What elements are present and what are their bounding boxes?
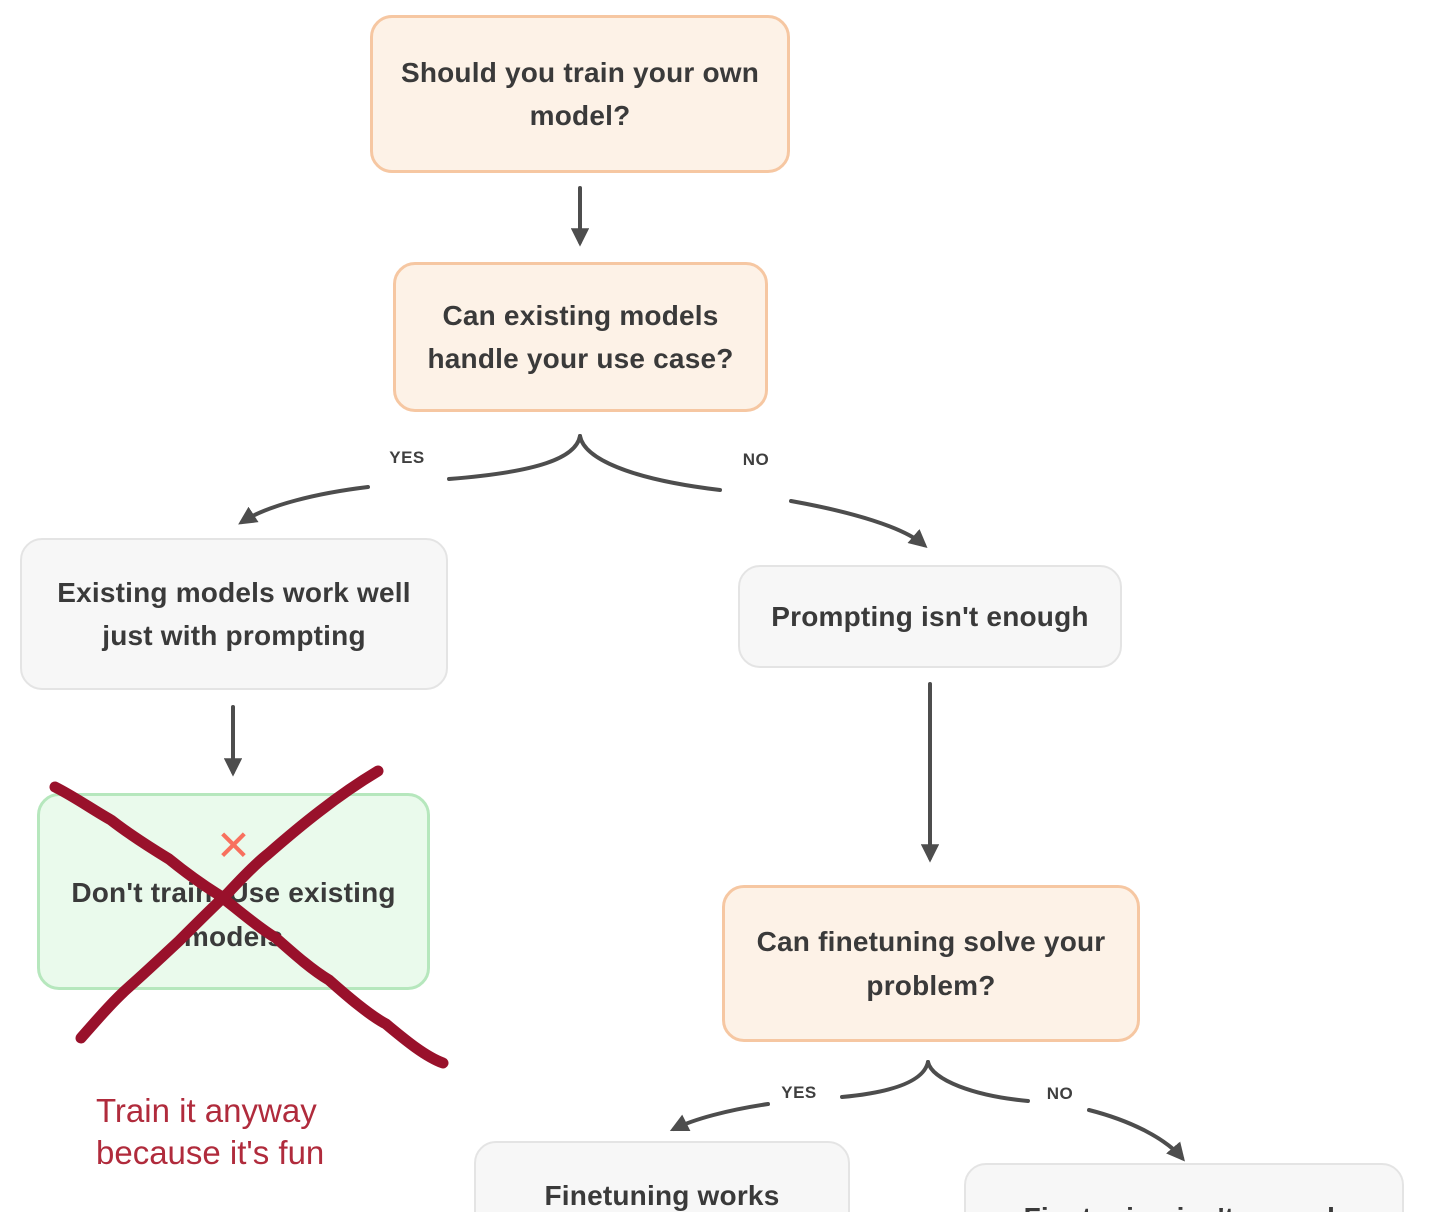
node-existing-models-work-well-label: Existing models work well just with prom… — [57, 576, 411, 651]
branch1-left-curve — [447, 434, 582, 481]
branch2-right-curve — [926, 1060, 1030, 1103]
node-finetuning-works-label: Finetuning works — [544, 1180, 780, 1212]
branch2-left-arrow — [669, 1102, 770, 1132]
annotation-train-it-anyway: Train it anyway because it's fun — [96, 1092, 325, 1172]
branch2-left-curve — [840, 1060, 930, 1099]
x-mark-icon: ✕ — [215, 821, 252, 871]
node-prompting-isnt-enough-label: Prompting isn't enough — [771, 600, 1089, 632]
node-should-you-train-label: Should you train your own model? — [400, 56, 760, 131]
branch1-right-arrow — [789, 499, 928, 548]
node-can-finetuning-solve: Can finetuning solve your problem? — [722, 885, 1140, 1042]
node-finetuning-isnt-enough-label: Finetuning isn't enough — [1024, 1196, 1345, 1212]
node-prompting-isnt-enough: Prompting isn't enough — [738, 565, 1122, 668]
node-dont-train-use-existing-label: Don't train. Use existing models — [71, 877, 396, 952]
branch1-left-arrow — [238, 485, 370, 525]
branch1-right-curve — [578, 434, 722, 492]
edge-label-branch2-yes: YES — [781, 1083, 817, 1102]
edge-label-branch1-no: NO — [742, 450, 770, 469]
node-dont-train-use-existing: ✕ Don't train. Use existing models — [37, 793, 430, 990]
node-should-you-train: Should you train your own model? — [370, 15, 790, 173]
node-can-finetuning-solve-label: Can finetuning solve your problem? — [756, 926, 1106, 1001]
node-can-existing-models-handle: Can existing models handle your use case… — [393, 262, 768, 412]
edge-label-branch1-yes: YES — [389, 448, 425, 467]
node-existing-models-work-well: Existing models work well just with prom… — [20, 538, 448, 690]
branch2-right-arrow — [1087, 1108, 1185, 1162]
node-finetuning-isnt-enough: Finetuning isn't enough — [964, 1163, 1404, 1212]
node-finetuning-works: Finetuning works — [474, 1141, 850, 1212]
node-can-existing-models-handle-label: Can existing models handle your use case… — [427, 299, 734, 374]
edge-label-branch2-no: NO — [1046, 1084, 1074, 1103]
